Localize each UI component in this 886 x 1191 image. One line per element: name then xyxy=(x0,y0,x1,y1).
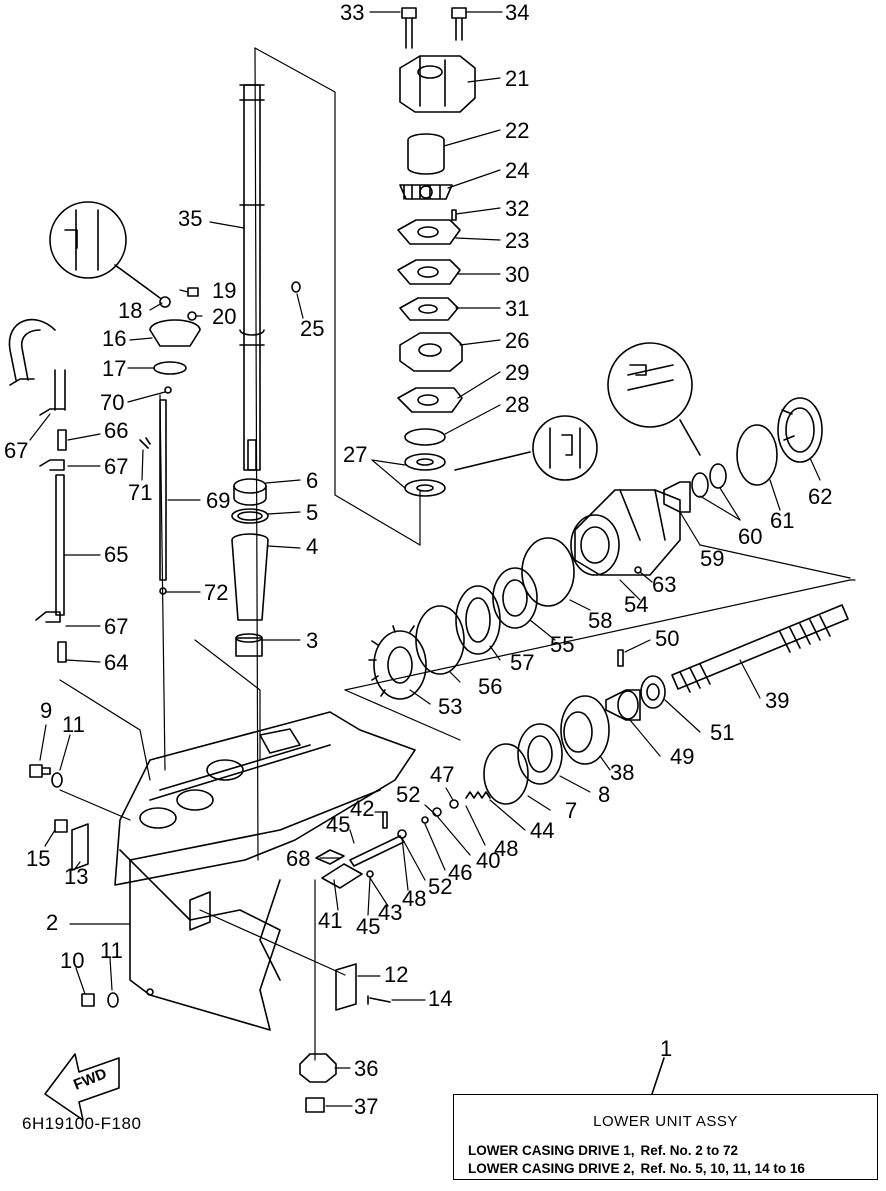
callout-11-b: 11 xyxy=(100,938,123,963)
water-pump-stack xyxy=(397,7,598,497)
callout-54: 54 xyxy=(624,592,648,617)
callout-61: 61 xyxy=(770,508,794,533)
legend-box: LOWER UNIT ASSY LOWER CASING DRIVE 1, Ref… xyxy=(453,1094,878,1180)
callout-47: 47 xyxy=(430,762,454,787)
callout-5: 5 xyxy=(306,500,318,525)
callout-24: 24 xyxy=(505,158,529,183)
callout-19: 19 xyxy=(212,278,236,303)
legend-row: LOWER CASING DRIVE 1, Ref. No. 2 to 72 xyxy=(468,1143,738,1158)
callout-11-a: 11 xyxy=(62,712,85,737)
callout-16: 16 xyxy=(102,326,126,351)
callout-67-b: 67 xyxy=(104,454,128,479)
callout-17: 17 xyxy=(102,356,126,381)
callout-6: 6 xyxy=(306,468,318,493)
callout-28: 28 xyxy=(505,392,529,417)
callout-20: 20 xyxy=(212,304,236,329)
legend-row-name: LOWER CASING DRIVE 1, xyxy=(468,1143,635,1158)
legend-row-refs: Ref. No. 2 to 72 xyxy=(640,1143,739,1158)
callout-53: 53 xyxy=(438,694,462,719)
callout-46: 46 xyxy=(448,860,472,885)
callout-14: 14 xyxy=(428,986,452,1011)
callout-32: 32 xyxy=(505,196,529,221)
callout-42: 42 xyxy=(350,796,374,821)
callout-56: 56 xyxy=(478,674,502,699)
callout-52-a: 52 xyxy=(396,782,420,807)
callout-52-b: 52 xyxy=(428,874,452,899)
callout-49: 49 xyxy=(670,744,694,769)
shift-rod-and-hoses xyxy=(8,201,201,663)
callout-2: 2 xyxy=(46,910,58,935)
callout-12: 12 xyxy=(384,962,408,987)
callout-71: 71 xyxy=(128,480,152,505)
callout-50: 50 xyxy=(655,626,679,651)
callout-22: 22 xyxy=(505,118,529,143)
callout-23: 23 xyxy=(505,228,529,253)
callout-65: 65 xyxy=(104,542,128,567)
callout-7: 7 xyxy=(565,798,577,823)
callout-48-a: 48 xyxy=(494,836,518,861)
propeller-shaft-group xyxy=(315,342,849,889)
callout-57: 57 xyxy=(510,650,534,675)
legend-row-refs: Ref. No. 5, 10, 11, 14 to 16 xyxy=(640,1161,805,1176)
callout-31: 31 xyxy=(505,296,529,321)
callout-58: 58 xyxy=(588,608,612,633)
diagram-code: 6H19100-F180 xyxy=(22,1114,142,1133)
callout-45-b: 45 xyxy=(356,914,380,939)
callout-8: 8 xyxy=(598,782,610,807)
callout-9: 9 xyxy=(40,698,52,723)
legend-title: LOWER UNIT ASSY xyxy=(593,1113,738,1130)
callout-4: 4 xyxy=(306,534,318,559)
callout-18: 18 xyxy=(118,298,142,323)
fwd-label: FWD xyxy=(71,1065,109,1094)
callout-69: 69 xyxy=(206,488,230,513)
callout-27: 27 xyxy=(343,442,367,467)
callout-15: 15 xyxy=(26,846,50,871)
callout-72: 72 xyxy=(204,580,228,605)
callout-33: 33 xyxy=(340,0,364,25)
callout-44: 44 xyxy=(530,818,554,843)
callout-67-c: 67 xyxy=(104,614,128,639)
callout-21: 21 xyxy=(505,66,529,91)
callout-25: 25 xyxy=(300,316,324,341)
callout-30: 30 xyxy=(505,262,529,287)
callout-10: 10 xyxy=(60,948,84,973)
callout-36: 36 xyxy=(354,1056,378,1081)
fwd-arrow-shape xyxy=(44,1053,120,1121)
callout-66: 66 xyxy=(104,418,128,443)
callout-40: 40 xyxy=(476,848,500,873)
callout-1: 1 xyxy=(660,1036,672,1061)
callout-43: 43 xyxy=(378,900,402,925)
callout-13: 13 xyxy=(64,864,88,889)
callout-63: 63 xyxy=(652,572,676,597)
drive-shaft xyxy=(231,84,301,657)
lower-casing xyxy=(29,711,416,1113)
callout-26: 26 xyxy=(505,328,529,353)
callout-3: 3 xyxy=(306,628,318,653)
callout-55: 55 xyxy=(550,632,574,657)
callout-29: 29 xyxy=(505,360,529,385)
callout-67-a: 67 xyxy=(4,438,28,463)
leader-lines xyxy=(29,11,821,1107)
callout-41: 41 xyxy=(318,908,342,933)
callout-numbers: 33 34 21 22 24 32 23 30 31 26 29 28 27 3… xyxy=(4,0,832,1119)
callout-62: 62 xyxy=(808,484,832,509)
callout-48-b: 48 xyxy=(402,886,426,911)
callout-34: 34 xyxy=(505,0,529,25)
callout-59: 59 xyxy=(700,546,724,571)
callout-38: 38 xyxy=(610,760,634,785)
callout-60: 60 xyxy=(738,524,762,549)
legend-row-name: LOWER CASING DRIVE 2, xyxy=(468,1161,635,1176)
callout-64: 64 xyxy=(104,650,128,675)
guide-lines xyxy=(59,47,856,1061)
callout-68: 68 xyxy=(286,846,310,871)
callout-35: 35 xyxy=(178,206,202,231)
callout-51: 51 xyxy=(710,720,734,745)
callout-70: 70 xyxy=(100,390,124,415)
legend-row: LOWER CASING DRIVE 2, Ref. No. 5, 10, 11,… xyxy=(468,1161,805,1176)
callout-39: 39 xyxy=(765,688,789,713)
callout-37: 37 xyxy=(354,1094,378,1119)
callout-45-a: 45 xyxy=(326,812,350,837)
